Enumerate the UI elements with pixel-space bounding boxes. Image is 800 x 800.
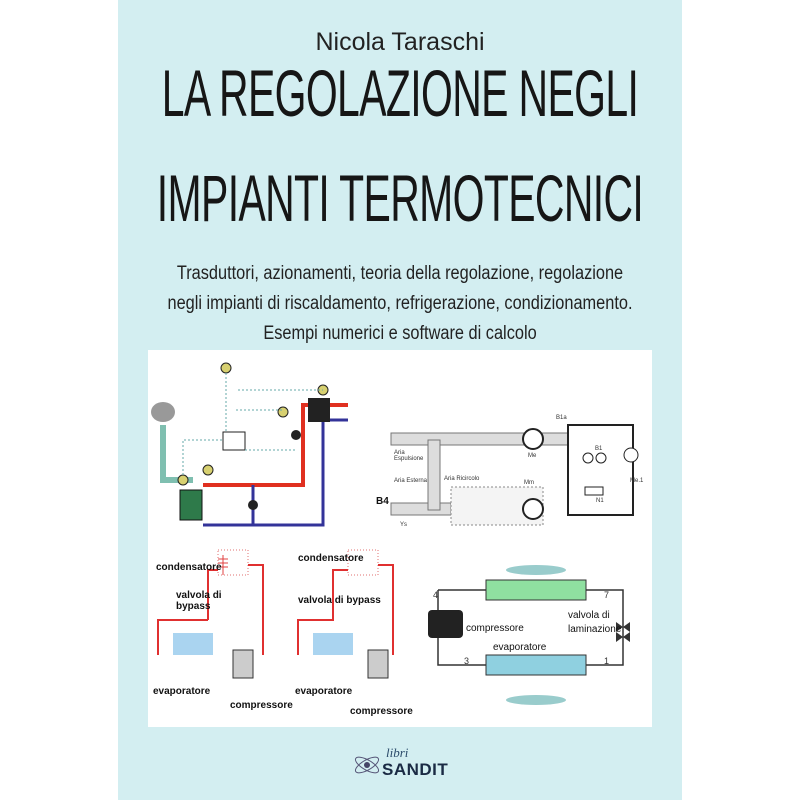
atom-logo-icon xyxy=(354,756,380,774)
label-b1a: B1a xyxy=(556,415,567,421)
cycle-3: 3 xyxy=(464,656,470,666)
subtitle-line-1: Trasduttori, azionamenti, teoria della r… xyxy=(176,263,624,284)
label-espulsione: Aria Espulsione xyxy=(394,450,424,462)
cycle-4: 4 xyxy=(433,590,439,600)
title-line-2: IMPIANTI TERMOTECNICI xyxy=(156,161,644,235)
refrig1-compressore: compressore xyxy=(230,700,293,711)
label-ys: Ys xyxy=(400,522,408,528)
heating-diagram xyxy=(151,362,348,527)
book-cover: Nicola Taraschi LA REGOLAZIONE NEGLI IMP… xyxy=(118,0,682,800)
cycle-evaporatore: evaporatore xyxy=(493,642,547,653)
publisher-name: SANDIT xyxy=(382,760,449,779)
label-n1: N1 xyxy=(596,498,604,504)
refrig1-evaporatore: evaporatore xyxy=(153,686,211,697)
refrig1-valvola: valvola di bypass xyxy=(176,590,222,612)
cycle-valvola-1: valvola di xyxy=(568,610,610,621)
label-b4: B4 xyxy=(376,496,389,507)
label-b1: B1 xyxy=(595,446,603,452)
label-ricircolo: Aria Ricircolo xyxy=(444,476,480,482)
refrig2-valvola: valvola di bypass xyxy=(298,595,381,606)
author: Nicola Taraschi xyxy=(315,28,485,56)
label-me1: Me.1 xyxy=(630,478,644,484)
refrigeration-cycle-diagram xyxy=(428,565,630,705)
cycle-7: 7 xyxy=(604,590,610,600)
cycle-1: 1 xyxy=(604,656,610,666)
cycle-valvola-2: laminazione xyxy=(568,624,622,635)
label-mm: Mm xyxy=(524,480,534,486)
label-esterna: Aria Esterna xyxy=(394,478,428,484)
label-me: Me xyxy=(528,453,537,459)
air-handling-diagram xyxy=(390,424,639,526)
refrig1-condensatore: condensatore xyxy=(156,562,222,573)
subtitle-line-3: Esempi numerici e software di calcolo xyxy=(263,323,537,344)
publisher-libri: libri xyxy=(386,745,409,760)
refrigeration-diagram-1 xyxy=(157,549,264,679)
refrigeration-diagram-2 xyxy=(297,549,394,679)
title-line-1: LA REGOLAZIONE NEGLI xyxy=(161,56,639,130)
diagram-panel: B4 Aria Espulsione Aria Esterna Aria Ric… xyxy=(148,350,652,727)
refrig2-evaporatore: evaporatore xyxy=(295,686,353,697)
refrig2-condensatore: condensatore xyxy=(298,553,364,564)
subtitle-line-2: negli impianti di riscaldamento, refrige… xyxy=(167,293,633,314)
refrig2-compressore: compressore xyxy=(350,706,413,717)
cycle-compressore: compressore xyxy=(466,623,524,634)
